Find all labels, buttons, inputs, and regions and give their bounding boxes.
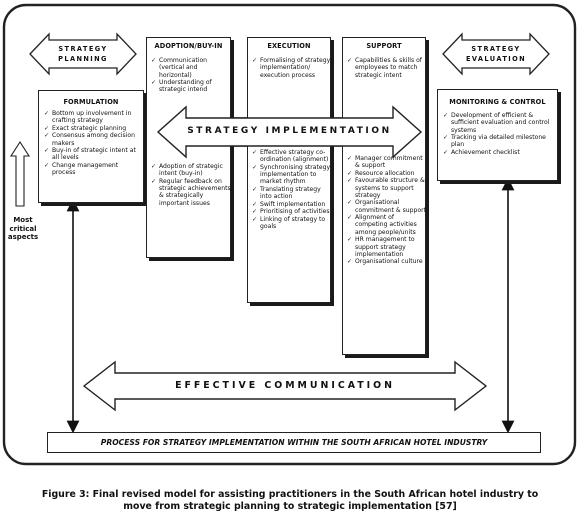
strategy-evaluation-line2: EVALUATION [465,55,527,63]
strategy-implementation-label: STRATEGY IMPLEMENTATION [187,126,392,136]
execution-bottom-list: Effective strategy co-ordination (alignm… [252,149,331,230]
list-item: Swift implementation [252,201,331,209]
list-item: Adoption of strategic intent (buy-in) [151,163,231,178]
list-item: Capabilities & skills of employees to ma… [347,57,426,79]
formulation-box: FORMULATION Bottom up involvement in cra… [38,90,144,203]
strategy-planning-line2: PLANNING [58,55,108,63]
monitoring-list: Development of efficient & sufficient ev… [443,112,557,156]
adoption-title: ADOPTION/BUY-IN [154,42,223,50]
strategy-evaluation-line1: STRATEGY [471,45,521,53]
caption-line2: move from strategic planning to strategi… [123,501,457,512]
list-item: Translating strategy into action [252,186,331,201]
most-critical-arrow [9,140,31,207]
effective-communication-label: EFFECTIVE COMMUNICATION [175,380,395,391]
process-box: PROCESS FOR STRATEGY IMPLEMENTATION WITH… [47,432,541,453]
list-item: Effective strategy co-ordination (alignm… [252,149,331,164]
list-item: Manager commitment & support [347,155,426,170]
most-critical-line2: critical [9,224,37,233]
most-critical-line3: aspects [7,233,39,241]
list-item: Prioritising of activities [252,208,331,216]
formulation-list: Bottom up involvement in crafting strate… [44,110,143,177]
list-item: HR management to support strategy implem… [347,236,426,258]
list-item: Bottom up involvement in crafting strate… [44,110,143,125]
most-critical-line1: Most [13,216,33,224]
adoption-bottom-list: Adoption of strategic intent (buy-in) Re… [151,163,231,207]
support-bottom-list: Manager commitment & support Resource al… [347,155,426,266]
list-item: Organisational culture [347,258,426,266]
formulation-title: FORMULATION [63,98,119,106]
list-item: Resource allocation [347,170,426,178]
list-item: Synchronising strategy implementation to… [252,164,331,186]
execution-top-list: Formalising of strategy implementation/ … [252,57,331,79]
strategy-planning-line1: STRATEGY [58,45,108,53]
list-item: Tracking via detailed milestone plan [443,134,557,149]
adoption-top-list: Communication (vertical and horizontal) … [151,57,231,94]
figure-caption: Figure 3: Final revised model for assist… [0,489,580,513]
most-critical-label: Most critical aspects [5,216,41,242]
monitoring-title: MONITORING & CONTROL [449,98,546,106]
list-item: Favourable structure & systems to suppor… [347,177,426,199]
list-item: Buy-in of strategic intent at all levels [44,147,143,162]
support-title: SUPPORT [366,42,402,50]
list-item: Development of efficient & sufficient ev… [443,112,557,134]
list-item: Regular feedback on strategic achievemen… [151,178,231,207]
monitoring-box: MONITORING & CONTROL Development of effi… [437,89,558,181]
list-item: Consensus among decision makers [44,132,143,147]
adoption-box: ADOPTION/BUY-IN Communication (vertical … [146,37,231,258]
list-item: Understanding of strategic intend [151,79,231,94]
execution-box: EXECUTION Formalising of strategy implem… [247,37,331,303]
strategy-planning-label: STRATEGY PLANNING [48,44,118,64]
list-item: Formalising of strategy implementation/ … [252,57,331,79]
caption-line1: Figure 3: Final revised model for assist… [41,489,539,500]
list-item: Change management process [44,162,143,177]
execution-title: EXECUTION [267,42,311,50]
list-item: Communication (vertical and horizontal) [151,57,231,79]
list-item: Achievement checklist [443,149,557,157]
support-top-list: Capabilities & skills of employees to ma… [347,57,426,79]
list-item: Alignment of competing activities among … [347,214,426,236]
support-box: SUPPORT Capabilities & skills of employe… [342,37,426,355]
list-item: Linking of strategy to goals [252,216,331,231]
list-item: Organisational commitment & support [347,199,426,214]
strategy-evaluation-label: STRATEGY EVALUATION [461,44,531,64]
list-item: Exact strategic planning [44,125,143,133]
